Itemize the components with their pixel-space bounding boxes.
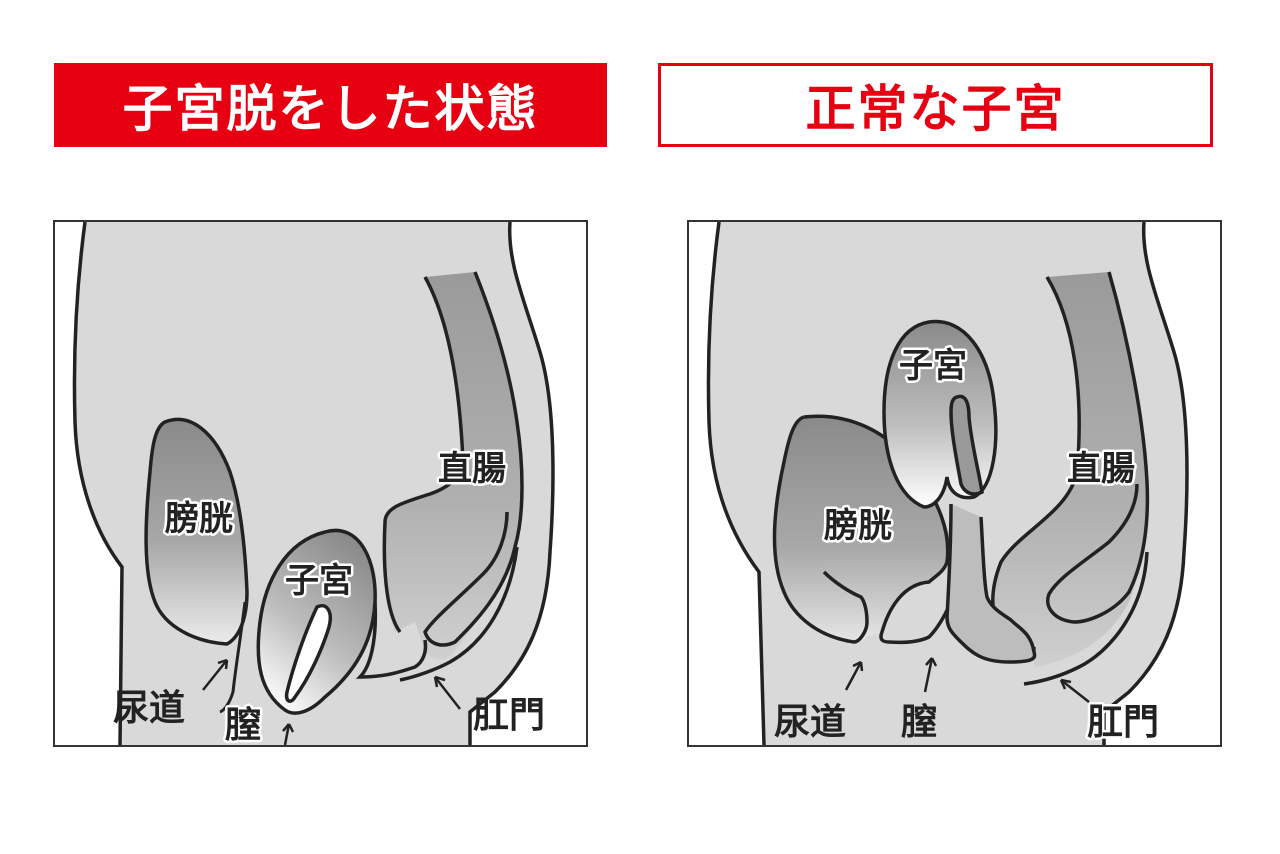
anus-arrow xyxy=(1059,678,1090,703)
vaginal-canal xyxy=(284,604,332,703)
rectum-shape xyxy=(992,272,1148,667)
prolapse-illustration: 膀胱 子宮 直腸 尿道 膣 肛門 xyxy=(72,222,555,745)
normal-illustration: 膀胱 子宮 直腸 尿道 膣 肛門 xyxy=(706,222,1189,745)
bladder-shape xyxy=(772,415,869,644)
vagina-arrow xyxy=(923,657,938,693)
urethra-arrow xyxy=(844,660,864,691)
label-urethra: 尿道 xyxy=(774,702,846,743)
uterine-cavity xyxy=(949,394,984,496)
label-urethra: 尿道 xyxy=(113,688,185,729)
title-prolapse: 子宮脱をした状態 xyxy=(54,63,607,147)
label-anus: 肛門 xyxy=(1087,702,1159,743)
label-uterus: 子宮 xyxy=(899,346,967,386)
vagina-shape xyxy=(945,503,1037,664)
label-vagina: 膣 xyxy=(225,705,261,745)
label-bladder: 膀胱 xyxy=(165,499,233,539)
label-uterus: 子宮 xyxy=(285,561,353,601)
label-anus: 肛門 xyxy=(473,695,545,736)
diagram-normal: 膀胱 子宮 直腸 尿道 膣 肛門 xyxy=(687,220,1222,747)
rectum-shape xyxy=(384,272,522,660)
bladder-shape xyxy=(144,417,249,646)
title-normal: 正常な子宮 xyxy=(658,63,1213,147)
label-vagina: 膣 xyxy=(901,702,937,743)
anus-arrow xyxy=(433,675,461,710)
label-rectum: 直腸 xyxy=(1067,449,1135,489)
vagina-arrow xyxy=(282,723,295,745)
diagram-prolapse: 膀胱 子宮 直腸 尿道 膣 肛門 xyxy=(53,220,588,747)
label-rectum: 直腸 xyxy=(438,449,506,489)
label-bladder: 膀胱 xyxy=(824,506,892,546)
urethra-arrow xyxy=(202,658,229,691)
